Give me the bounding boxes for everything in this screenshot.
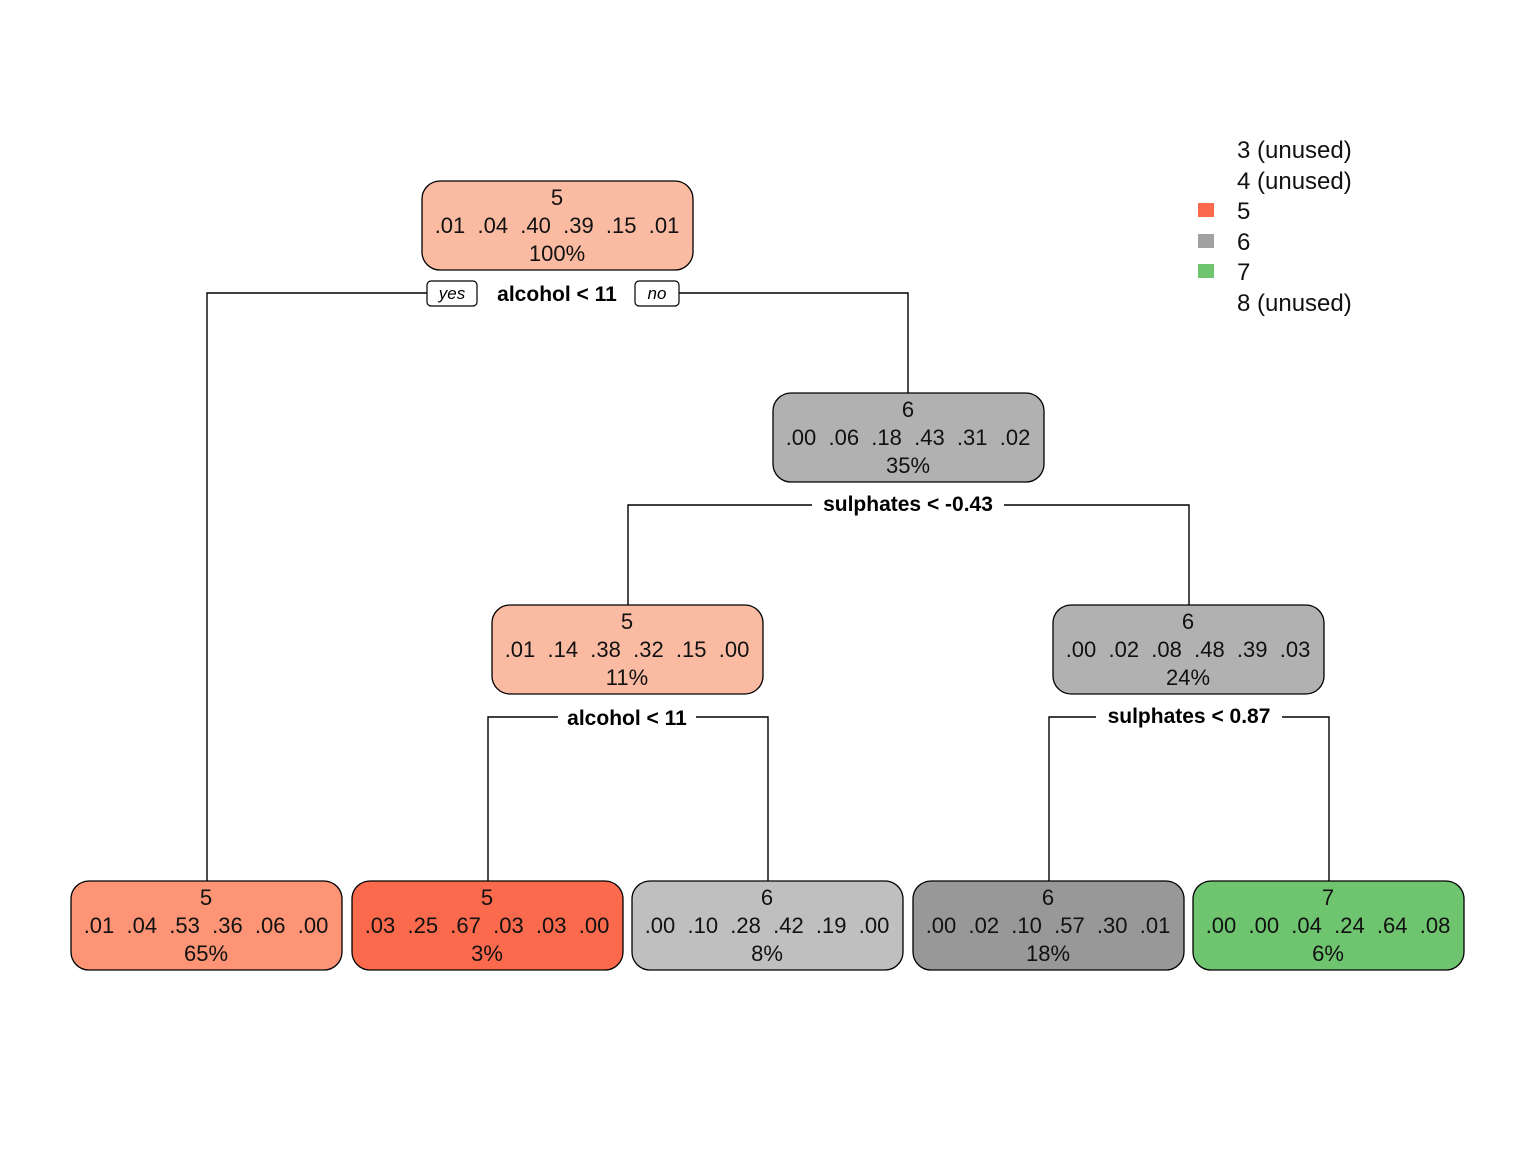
split-label-n6: alcohol < 11	[567, 707, 687, 730]
legend-label-4: 4 (unused)	[1237, 168, 1352, 195]
yes-label-box	[426, 280, 478, 307]
node-class: 5	[551, 185, 563, 210]
leaf-node-4: 6 .00 .02 .10 .57 .30 .01 18%	[912, 880, 1185, 971]
node-class: 6	[761, 885, 773, 910]
node-alcohol-high: 6 .00 .06 .18 .43 .31 .02 35%	[772, 392, 1045, 483]
node-box	[491, 604, 764, 695]
split-label-n3: sulphates < -0.43	[823, 493, 993, 516]
node-percent: 11%	[606, 665, 648, 690]
node-probs: .00 .02 .08 .48 .39 .03	[1066, 637, 1311, 662]
node-percent: 8%	[751, 941, 783, 966]
split-label-root: alcohol < 11	[497, 283, 617, 306]
leaf-node-3: 6 .00 .10 .28 .42 .19 .00 8%	[631, 880, 904, 971]
node-class: 7	[1322, 885, 1334, 910]
node-box	[351, 880, 624, 971]
legend-label-3: 3 (unused)	[1237, 137, 1352, 164]
node-percent: 100%	[529, 241, 585, 266]
node-class: 5	[481, 885, 493, 910]
edge-root-left	[206, 292, 430, 881]
tree-edges	[206, 292, 1330, 881]
no-label-box	[634, 280, 680, 307]
node-probs: .01 .04 .40 .39 .15 .01	[435, 213, 680, 238]
edge-n6-right	[694, 716, 769, 881]
edge-n7-right	[1280, 716, 1330, 881]
split-label-bg-n6	[558, 703, 696, 731]
node-percent: 35%	[886, 453, 930, 478]
node-box	[1052, 604, 1325, 695]
node-root: 5 .01 .04 .40 .39 .15 .01 100%	[421, 180, 694, 271]
node-box	[70, 880, 343, 971]
node-probs: .01 .14 .38 .32 .15 .00	[505, 637, 750, 662]
node-probs: .03 .25 .67 .03 .03 .00	[365, 913, 610, 938]
leaf-node-2: 5 .03 .25 .67 .03 .03 .00 3%	[351, 880, 624, 971]
node-percent: 24%	[1166, 665, 1210, 690]
split-label-n7: sulphates < 0.87	[1108, 705, 1271, 728]
node-probs: .00 .00 .04 .24 .64 .08	[1206, 913, 1451, 938]
edge-n3-left	[627, 504, 816, 605]
no-label: no	[648, 284, 667, 303]
node-box	[631, 880, 904, 971]
node-class: 6	[1042, 885, 1054, 910]
leaf-node-1: 5 .01 .04 .53 .36 .06 .00 65%	[70, 880, 343, 971]
node-probs: .01 .04 .53 .36 .06 .00	[84, 913, 329, 938]
node-box	[421, 180, 694, 271]
split-label-bg-n7	[1096, 701, 1282, 729]
node-percent: 18%	[1026, 941, 1070, 966]
legend-swatch-6	[1198, 234, 1214, 248]
node-probs: .00 .02 .10 .57 .30 .01	[926, 913, 1171, 938]
node-sulphates-high: 6 .00 .02 .08 .48 .39 .03 24%	[1052, 604, 1325, 695]
split-labels: yes no alcohol < 11 sulphates < -0.43 al…	[426, 280, 1282, 731]
legend-label-6: 6	[1237, 229, 1250, 256]
node-box	[912, 880, 1185, 971]
node-class: 5	[621, 609, 633, 634]
yes-label: yes	[438, 284, 466, 303]
legend-label-7: 7	[1237, 259, 1250, 286]
node-sulphates-low: 5 .01 .14 .38 .32 .15 .00 11%	[491, 604, 764, 695]
edge-n3-right	[1000, 504, 1190, 605]
edge-n7-left	[1048, 716, 1100, 881]
leaf-node-5: 7 .00 .00 .04 .24 .64 .08 6%	[1192, 880, 1465, 971]
node-class: 5	[200, 885, 212, 910]
legend-swatch-7	[1198, 264, 1214, 278]
node-percent: 6%	[1312, 941, 1344, 966]
node-probs: .00 .06 .18 .43 .31 .02	[786, 425, 1031, 450]
legend-label-5: 5	[1237, 198, 1250, 225]
legend: 3 (unused) 4 (unused) 5 6 7 8 (unused)	[1198, 137, 1352, 317]
node-probs: .00 .10 .28 .42 .19 .00	[645, 913, 890, 938]
split-label-bg-n3	[812, 490, 1004, 518]
legend-label-8: 8 (unused)	[1237, 290, 1352, 317]
node-percent: 3%	[471, 941, 503, 966]
node-class: 6	[1182, 609, 1194, 634]
edge-root-right	[678, 292, 909, 393]
node-box	[772, 392, 1045, 483]
edge-n6-left	[487, 716, 560, 881]
legend-swatch-5	[1198, 203, 1214, 217]
node-class: 6	[902, 397, 914, 422]
node-box	[1192, 880, 1465, 971]
node-percent: 65%	[184, 941, 228, 966]
